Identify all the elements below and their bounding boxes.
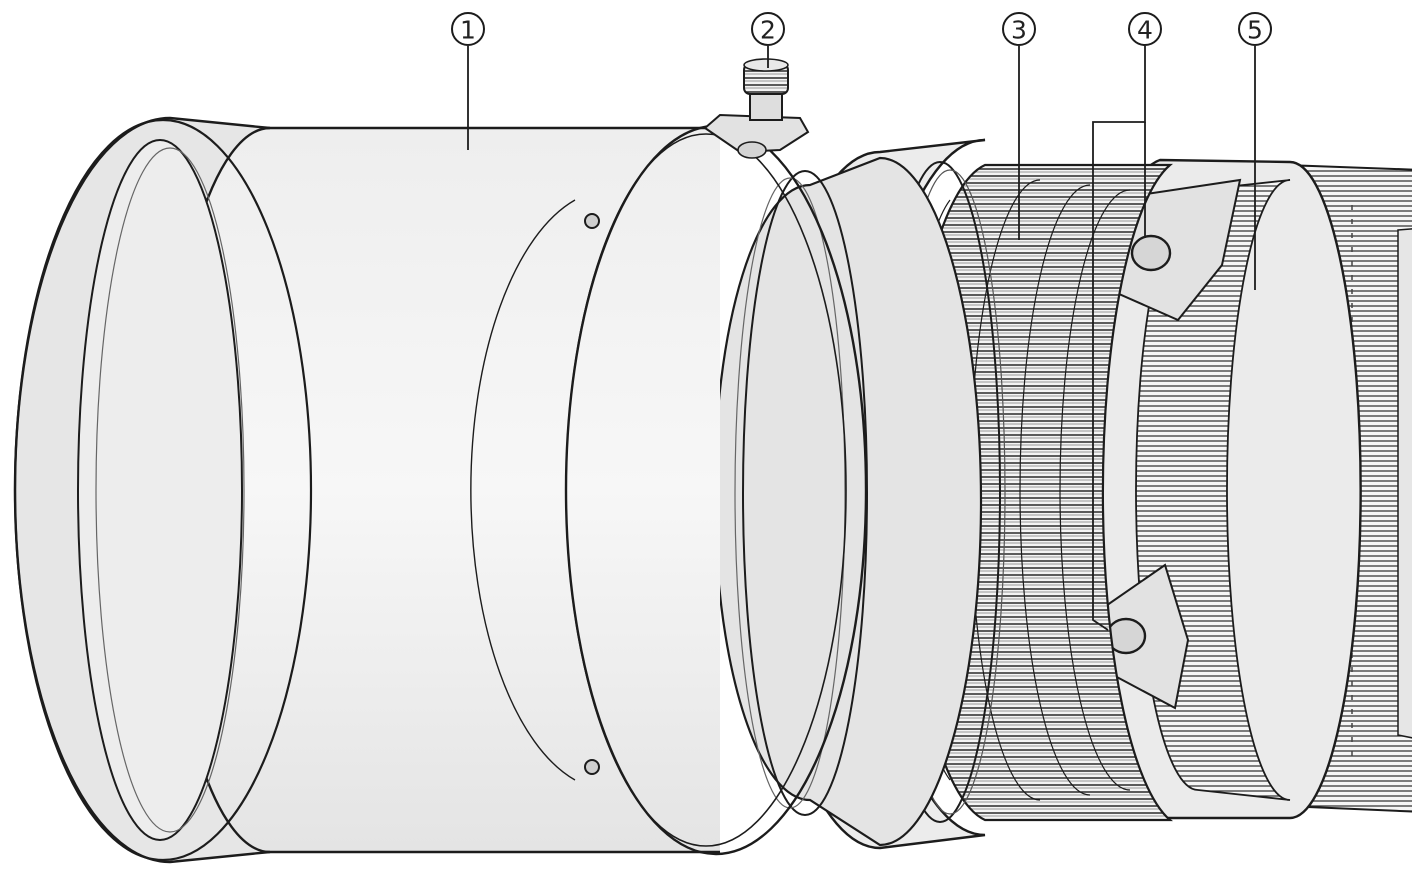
leader-4 — [1092, 46, 1146, 631]
callout-1-label: 1 — [460, 16, 476, 45]
callout-5-circle — [1238, 12, 1272, 46]
callout-2: 2 — [751, 12, 785, 46]
af-stop-button-upper[interactable] — [1130, 234, 1172, 272]
callout-1-circle — [451, 12, 485, 46]
collar-ring — [1081, 158, 1362, 820]
callout-2-label: 2 — [760, 16, 776, 45]
screw-upper — [584, 213, 600, 229]
callout-5: 5 — [1238, 12, 1272, 46]
callout-4-circle — [1128, 12, 1162, 46]
callout-1: 1 — [451, 12, 485, 46]
callout-3: 3 — [1002, 12, 1036, 46]
callout-5-label: 5 — [1247, 16, 1263, 45]
callout-4: 4 — [1128, 12, 1162, 46]
callout-3-label: 3 — [1011, 16, 1027, 45]
leader-lines — [467, 46, 1256, 631]
callout-3-circle — [1002, 12, 1036, 46]
lens-hood — [13, 116, 868, 864]
hood-lock-knob[interactable] — [703, 58, 810, 159]
callout-2-circle — [751, 12, 785, 46]
screw-lower — [584, 759, 600, 775]
callout-4-label: 4 — [1137, 16, 1153, 45]
